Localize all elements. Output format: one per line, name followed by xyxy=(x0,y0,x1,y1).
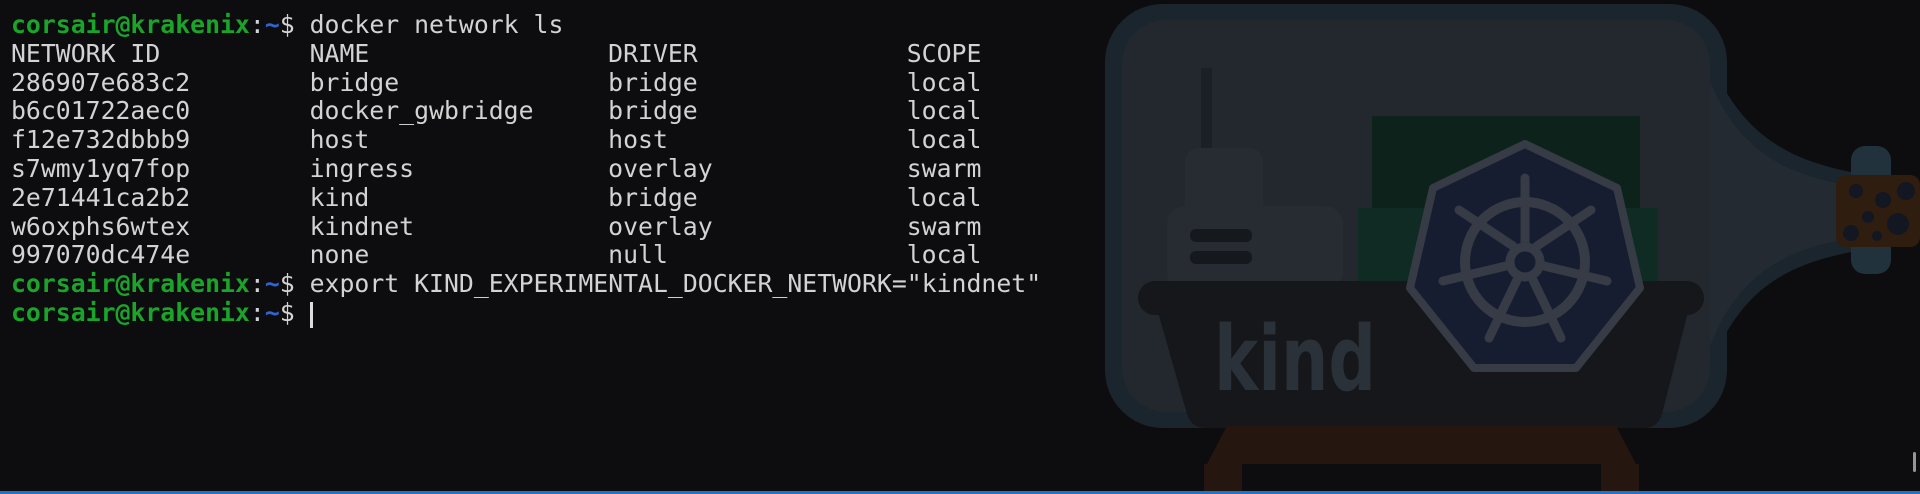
prompt-separator: : xyxy=(249,269,265,299)
prompt-symbol: $ xyxy=(279,269,310,299)
bottle-stand xyxy=(1204,426,1639,494)
prompt-path: ~ xyxy=(264,10,280,39)
kind-logo: kind xyxy=(1105,4,1920,494)
bottle-neck-inner xyxy=(1706,70,1851,358)
command-text: docker network ls xyxy=(309,10,564,39)
command-text: export KIND_EXPERIMENTAL_DOCKER_NETWORK=… xyxy=(309,269,1042,299)
prompt-path: ~ xyxy=(264,297,280,327)
terminal-command-line: corsair@krakenix:~$ export KIND_EXPERIME… xyxy=(11,269,1041,298)
terminal-prompt-line: corsair@krakenix:~$ xyxy=(11,297,313,328)
network-table-header: NETWORK ID NAME DRIVER SCOPE xyxy=(11,38,982,68)
helm-wheel-icon xyxy=(1438,173,1612,343)
cabin-stripes xyxy=(1190,229,1252,264)
network-table-row: b6c01722aec0 docker_gwbridge bridge loca… xyxy=(11,96,982,126)
prompt-path: ~ xyxy=(264,269,280,299)
terminal-cursor xyxy=(309,301,313,328)
network-table-row: f12e732dbbb9 host host local xyxy=(11,125,982,155)
network-table-row: s7wmy1yq7fop ingress overlay swarm xyxy=(11,153,982,183)
terminal-command-line: corsair@krakenix:~$ docker network ls xyxy=(11,10,563,39)
network-table-row: w6oxphs6wtex kindnet overlay swarm xyxy=(11,211,982,241)
kind-label: kind xyxy=(1214,307,1376,412)
network-table-row: 997070dc474e none null local xyxy=(11,240,982,270)
scrollbar-thumb[interactable] xyxy=(1913,452,1916,472)
network-table-row: 2e71441ca2b2 kind bridge local xyxy=(11,182,982,212)
prompt-symbol: $ xyxy=(279,10,310,39)
prompt-user-host: corsair@krakenix xyxy=(11,297,250,327)
window-bottom-border xyxy=(0,491,1920,494)
ship-mast xyxy=(1201,68,1212,164)
prompt-user-host: corsair@krakenix xyxy=(11,10,250,39)
prompt-separator: : xyxy=(249,297,265,327)
network-table-row: 286907e683c2 bridge bridge local xyxy=(11,67,982,97)
cork-spots xyxy=(1843,182,1915,241)
prompt-separator: : xyxy=(249,10,265,39)
prompt-symbol: $ xyxy=(279,297,310,327)
ship-cabin-base xyxy=(1167,206,1343,290)
prompt-user-host: corsair@krakenix xyxy=(11,269,250,299)
terminal-output: corsair@krakenix:~$ docker network ls NE… xyxy=(11,10,1041,328)
ship-cabin-top xyxy=(1185,148,1263,218)
